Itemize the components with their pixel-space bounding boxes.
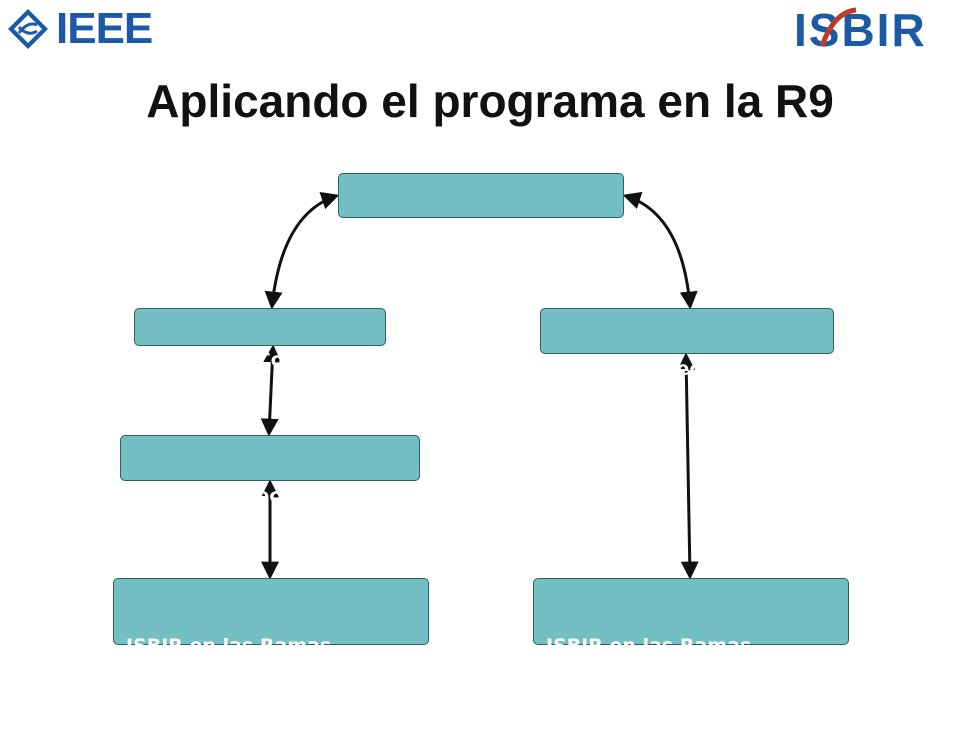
node-consejo-label: ISBIR en Consejo <box>160 349 342 371</box>
node-secciones-right: ISBIR en Secciones <box>540 308 834 380</box>
page-title: Aplicando el programa en la R9 <box>146 75 834 127</box>
node-ramas-left-line1: ISBIR en las Ramas <box>126 635 332 657</box>
node-region-label: ISBIR en la Región <box>364 223 561 245</box>
node-ramas-right-line2: Estudiantiles <box>582 707 722 729</box>
node-secciones-left: ISBIR en Secciones <box>120 435 420 507</box>
ieee-logo-text: IEEE <box>56 4 153 53</box>
arrow-consejo-secciones <box>260 344 282 437</box>
node-region: ISBIR en la Región <box>338 173 624 245</box>
node-secciones-right-label: ISBIR en Secciones <box>566 358 770 380</box>
isbir-swoosh-icon <box>819 7 857 47</box>
node-consejo: ISBIR en Consejo <box>134 308 386 371</box>
connectors <box>260 191 699 580</box>
node-ramas-right: ISBIR en las Ramas Estudiantiles <box>533 578 849 729</box>
node-ramas-left-line2: Estudiantiles <box>174 707 314 729</box>
arrow-region-secciones-right <box>622 191 698 310</box>
ieee-logo: IEEE <box>6 4 153 54</box>
node-ramas-left: ISBIR en las Ramas Estudiantiles <box>113 578 429 729</box>
arrow-secciones-ramas-right <box>677 352 699 580</box>
isbir-logo: ISBIR <box>794 6 954 54</box>
node-ramas-right-line1: ISBIR en las Ramas <box>546 635 752 657</box>
arrow-region-consejo <box>264 192 340 310</box>
ieee-diamond-icon <box>6 7 50 51</box>
node-secciones-left-label: ISBIR en Secciones <box>146 485 350 507</box>
isbir-logo-text: ISBIR <box>794 4 927 56</box>
